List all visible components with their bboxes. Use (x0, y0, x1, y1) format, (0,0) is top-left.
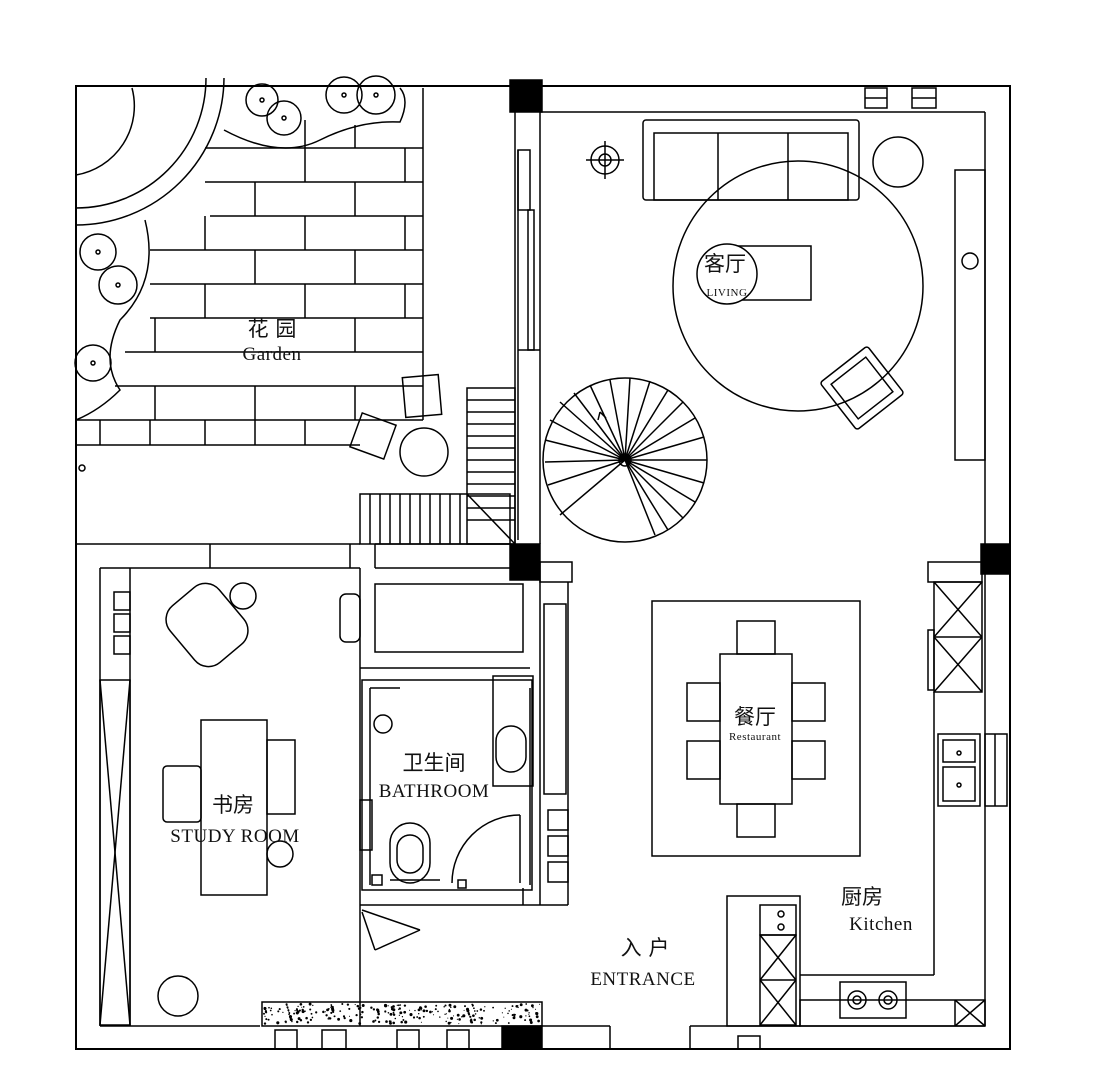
bathroom-basin (495, 725, 527, 773)
dining-chairs (686, 620, 826, 838)
study-room (99, 568, 361, 1026)
study-label-cn: 书房 (212, 793, 254, 817)
living-room (542, 119, 986, 543)
garden-trees (74, 75, 396, 472)
study-label-en: STUDY ROOM (170, 826, 299, 847)
room-labels: 花 园 Garden 客厅 LIVING 餐厅 Restaurant 卫生间 B… (170, 243, 913, 990)
kitchen-label-en: Kitchen (849, 914, 913, 935)
bathroom-area (359, 561, 573, 1026)
living-rug (672, 160, 924, 412)
dining-label-en: Restaurant (729, 731, 781, 743)
garden-living-wall (514, 112, 541, 544)
garden-label-en: Garden (243, 344, 302, 365)
entrance-label-cn: 入 户 (621, 936, 670, 960)
dining-label-cn: 餐厅 (734, 705, 776, 729)
dining-table (719, 653, 793, 805)
lounge-chair (820, 346, 904, 430)
dining-rug (651, 600, 861, 857)
structural-columns (501, 79, 1010, 1050)
top-window (864, 87, 937, 109)
living-side-table (872, 136, 924, 188)
bathroom-label-cn: 卫生间 (403, 751, 466, 775)
living-label-en: LIVING (707, 287, 748, 299)
living-label-cn: 客厅 (704, 252, 746, 276)
toilet (389, 822, 431, 884)
floor-lamp (586, 141, 624, 179)
dining-area (651, 600, 861, 857)
kitchen-label-cn: 厨房 (841, 885, 883, 909)
spiral-staircase (542, 377, 708, 543)
entrance-label-en: ENTRANCE (590, 969, 695, 990)
garden-area (74, 75, 516, 569)
tv-cabinet (954, 169, 986, 461)
garden-stairs (359, 387, 516, 545)
garden-label-cn: 花 园 (248, 317, 297, 341)
garden-paving (76, 120, 423, 446)
kitchen-sink (937, 733, 981, 807)
kitchen-area (726, 561, 1008, 1027)
bottom-windows (274, 1029, 761, 1050)
entrance-planter (261, 1001, 543, 1027)
bathroom-label-en: BATHROOM (379, 781, 490, 802)
garden-seating (348, 373, 449, 477)
living-sofa (642, 119, 860, 201)
